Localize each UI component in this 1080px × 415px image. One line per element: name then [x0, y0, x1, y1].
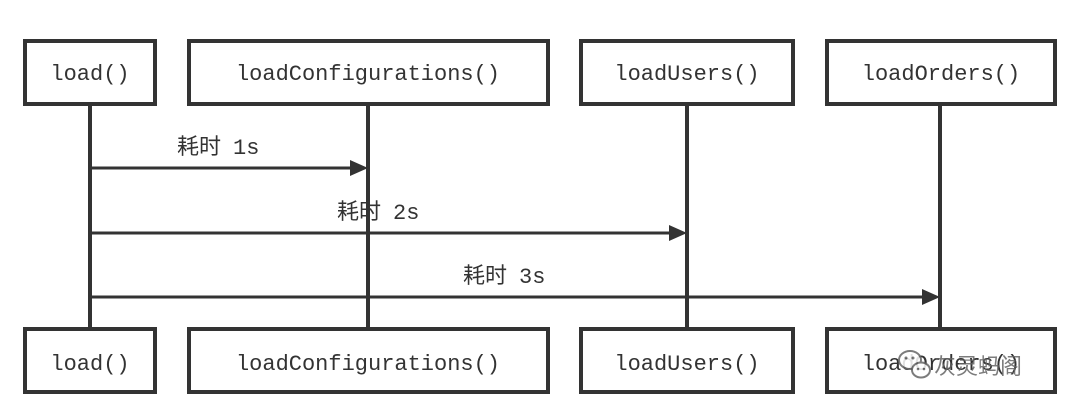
arrow-head-icon — [922, 289, 940, 305]
participant-label: loadConfigurations() — [236, 352, 500, 377]
participant-bottom-load: load() — [23, 327, 157, 394]
participant-label: loadUsers() — [614, 352, 759, 377]
participant-bottom-loadOrders: loadOrders() — [825, 327, 1057, 394]
participant-top-loadConfigurations: loadConfigurations() — [187, 39, 550, 106]
arrow-head-icon — [350, 160, 368, 176]
participant-top-loadOrders: loadOrders() — [825, 39, 1057, 106]
participant-top-loadUsers: loadUsers() — [579, 39, 795, 106]
watermark: 灰灵蚂阁 — [898, 350, 1022, 380]
participant-bottom-loadConfigurations: loadConfigurations() — [187, 327, 550, 394]
participant-top-load: load() — [23, 39, 157, 106]
arrow-head-icon — [669, 225, 687, 241]
participant-label: loadOrders() — [862, 62, 1020, 87]
participant-label: loadOrders() — [862, 352, 1020, 377]
participant-bottom-loadUsers: loadUsers() — [579, 327, 795, 394]
wechat-icon — [898, 350, 931, 379]
participant-label: loadUsers() — [614, 62, 759, 87]
watermark-text: 灰灵蚂阁 — [934, 355, 1022, 380]
participant-label: load() — [50, 352, 129, 377]
participant-label: loadConfigurations() — [236, 62, 500, 87]
participant-label: load() — [50, 62, 129, 87]
